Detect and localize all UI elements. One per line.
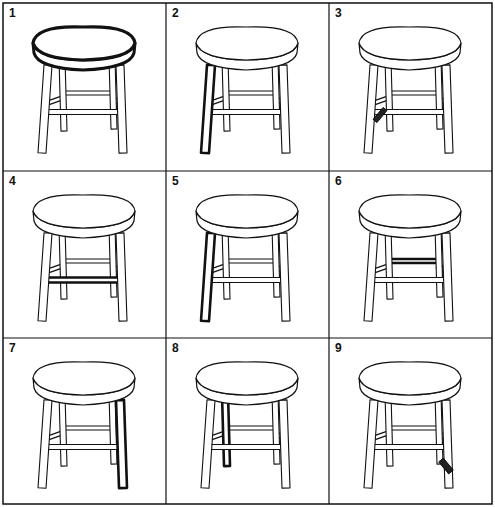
highlighted-segment [201, 65, 215, 154]
panel-number: 3 [334, 7, 343, 19]
stool-part [279, 400, 290, 488]
highlighted-segment [222, 394, 230, 466]
highlighted-seat [33, 27, 135, 60]
highlighted-segment [116, 400, 127, 488]
seat-top [196, 195, 298, 228]
grid-line [328, 3, 329, 504]
grid-line [165, 3, 166, 504]
seat-top [359, 27, 461, 60]
stool-part [222, 59, 230, 131]
highlighted-segment [201, 233, 215, 322]
stool-part [442, 65, 453, 153]
stool-part [59, 394, 67, 466]
stool-drawing [196, 362, 298, 488]
panel-number: 2 [171, 7, 180, 19]
stool-part [44, 445, 123, 450]
stool-drawing [359, 27, 461, 153]
stool-part [364, 65, 378, 154]
stool-part [38, 400, 52, 489]
stool-part [59, 227, 67, 299]
panel-number: 1 [8, 7, 17, 19]
stool-drawing [196, 27, 298, 153]
seat-top [196, 27, 298, 60]
stool-part [116, 65, 127, 153]
stool-part [225, 426, 275, 430]
stool-drawing [33, 195, 135, 321]
seat-top [359, 195, 461, 228]
seat-top [196, 362, 298, 395]
stool-part [442, 400, 453, 488]
stool-part [279, 233, 290, 321]
stool-part [388, 91, 438, 95]
stool-part [442, 233, 453, 321]
stool-drawing [359, 362, 461, 488]
stool-drawing [196, 195, 298, 321]
stool-part [207, 445, 286, 450]
panel-number: 4 [8, 175, 17, 187]
seat-top [359, 362, 461, 395]
stool-part [222, 227, 230, 299]
panel-number: 8 [171, 342, 180, 354]
stool-part [207, 110, 286, 115]
stool-part [44, 110, 123, 115]
stool-part [370, 278, 449, 283]
stool-part [364, 400, 378, 489]
panel-number: 7 [8, 342, 17, 354]
stool-part [38, 65, 52, 154]
stool-part [279, 65, 290, 153]
grid-line [3, 337, 492, 338]
stool-part [364, 233, 378, 322]
panel-number: 9 [334, 342, 343, 354]
panel-number: 6 [334, 175, 343, 187]
seat-top [33, 195, 135, 228]
stool-part [62, 91, 112, 95]
stool-part [385, 227, 393, 299]
stool-part [62, 259, 112, 263]
stool-part [38, 233, 52, 322]
stool-drawing [359, 195, 461, 321]
stool-part [370, 445, 449, 450]
highlighted-segment [439, 458, 454, 474]
stool-part [201, 400, 215, 489]
stool-part [225, 91, 275, 95]
stool-drawing [33, 362, 135, 488]
stool-part [385, 394, 393, 466]
stool-part [385, 59, 393, 131]
stool-part [225, 259, 275, 263]
grid-frame [3, 3, 492, 504]
highlighted-segment [388, 259, 438, 263]
stool-part [207, 278, 286, 283]
stool-drawing [33, 27, 135, 153]
highlighted-segment [373, 107, 387, 122]
highlighted-segment [44, 278, 123, 283]
stool-part [116, 233, 127, 321]
seat-top [33, 362, 135, 395]
stool-part [388, 426, 438, 430]
grid-line [3, 170, 492, 171]
panel-number: 5 [171, 175, 180, 187]
stool-part [62, 426, 112, 430]
